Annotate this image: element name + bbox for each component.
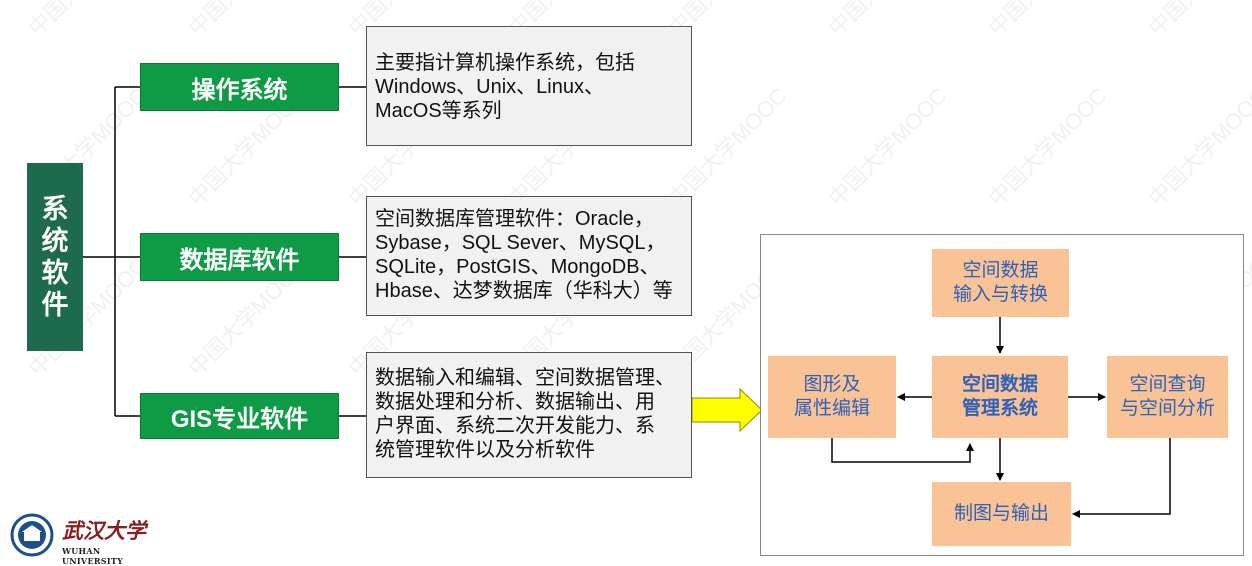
node-line: 输入与转换	[952, 284, 1048, 305]
desc-gis-line: 数据输入和编辑、空间数据管理、	[375, 367, 675, 389]
desc-database: 空间数据库管理软件：Oracle， Sybase，SQL Sever、MySQL…	[366, 196, 692, 316]
branch-database: 数据库软件	[140, 233, 339, 281]
branch-gis-label: GIS专业软件	[170, 405, 309, 433]
branch-os-label: 操作系统	[191, 76, 288, 104]
desc-gis-line: 统管理软件以及分析软件	[375, 439, 595, 461]
root-node: 系统软件	[27, 163, 83, 351]
desc-database-line: 空间数据库管理软件：Oracle，	[375, 208, 654, 230]
node-mapping-output: 制图与输出	[932, 482, 1071, 546]
node-line: 与空间分析	[1119, 398, 1215, 419]
node-spatial-query-analysis: 空间查询与空间分析	[1107, 356, 1228, 438]
node-line: 图形及	[803, 374, 861, 395]
node-line: 空间查询	[1129, 374, 1206, 395]
node-line: 空间数据	[961, 374, 1038, 395]
root-label: 系统软件	[41, 194, 69, 320]
yellow-arrow	[691, 387, 763, 433]
node-spatial-data-management: 空间数据管理系统	[932, 356, 1068, 438]
node-line: 属性编辑	[793, 398, 870, 419]
node-line: 管理系统	[961, 398, 1038, 419]
logo-en: WUHAN UNIVERSITY	[62, 546, 124, 566]
desc-database-line: SQLite，PostGIS、MongoDB、	[375, 256, 660, 278]
desc-gis-line: 户界面、系统二次开发能力、系	[375, 415, 655, 437]
branch-os: 操作系统	[140, 63, 339, 111]
desc-os-line: MacOS等系列	[375, 100, 502, 122]
university-logo: 武汉大学 WUHAN UNIVERSITY	[10, 513, 160, 566]
desc-gis: 数据输入和编辑、空间数据管理、 数据处理和分析、数据输出、用 户界面、系统二次开…	[366, 352, 692, 478]
branch-database-label: 数据库软件	[179, 246, 300, 274]
university-emblem-icon	[10, 513, 54, 557]
desc-database-line: Hbase、达梦数据库（华科大）等	[375, 280, 673, 302]
branch-gis: GIS专业软件	[140, 393, 339, 439]
node-graphic-attribute-edit: 图形及属性编辑	[768, 356, 896, 438]
desc-os-line: Windows、Unix、Linux、	[375, 76, 604, 98]
desc-os: 主要指计算机操作系统，包括 Windows、Unix、Linux、 MacOS等…	[366, 26, 692, 146]
logo-cn: 武汉大学	[62, 518, 146, 543]
node-line: 制图与输出	[953, 503, 1049, 524]
node-input-conversion: 空间数据输入与转换	[932, 249, 1069, 317]
node-line: 空间数据	[962, 260, 1039, 281]
desc-database-line: Sybase，SQL Sever、MySQL，	[375, 232, 666, 254]
desc-gis-line: 数据处理和分析、数据输出、用	[375, 391, 655, 413]
desc-os-line: 主要指计算机操作系统，包括	[375, 52, 635, 74]
